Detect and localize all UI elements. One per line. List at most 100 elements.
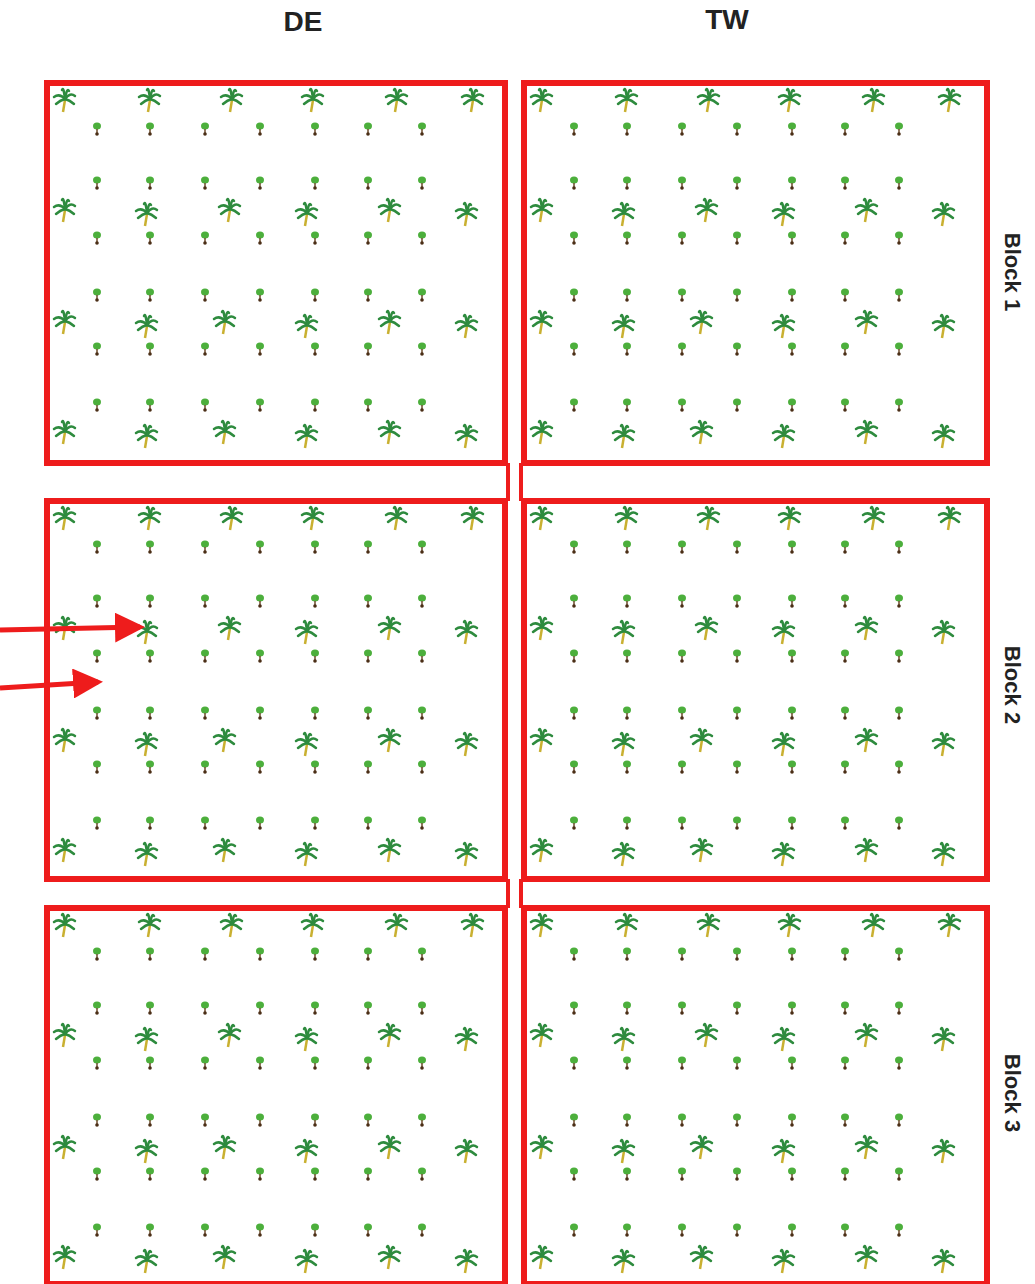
palm-icon	[136, 203, 157, 226]
palm-icon	[933, 843, 954, 866]
palm-icon	[773, 1028, 794, 1051]
seedling-icon	[570, 1168, 578, 1181]
palm-icon	[773, 1250, 794, 1273]
seedling-icon	[895, 650, 903, 663]
palm-icon	[456, 315, 477, 338]
seedling-icon	[256, 761, 264, 774]
palm-icon	[456, 621, 477, 644]
block-label: Block 1	[999, 233, 1025, 311]
palm-icon	[54, 421, 75, 444]
seedling-icon	[418, 761, 426, 774]
seedling-icon	[364, 817, 372, 830]
seedling-icon	[895, 541, 903, 554]
palm-icon	[214, 729, 235, 752]
palm-icon	[456, 733, 477, 756]
palm-icon	[214, 1136, 235, 1159]
seedling-icon	[733, 289, 741, 302]
seedling-icon	[93, 232, 101, 245]
palm-icon	[296, 203, 317, 226]
seedling-icon	[256, 123, 264, 136]
seedling-icon	[623, 343, 631, 356]
seedling-icon	[311, 948, 319, 961]
seedling-icon	[201, 707, 209, 720]
seedling-icon	[895, 123, 903, 136]
seedling-icon	[311, 123, 319, 136]
seedling-icon	[678, 817, 686, 830]
seedling-icon	[256, 232, 264, 245]
seedling-icon	[201, 1057, 209, 1070]
seedling-icon	[364, 650, 372, 663]
seedling-icon	[895, 707, 903, 720]
seedling-icon	[418, 343, 426, 356]
seedling-icon	[418, 595, 426, 608]
seedling-icon	[364, 595, 372, 608]
seedling-icon	[623, 595, 631, 608]
block-label-text: Block 1	[1000, 233, 1025, 311]
palm-icon	[531, 421, 552, 444]
seedling-icon	[788, 232, 796, 245]
seedling-icon	[788, 761, 796, 774]
seedling-icon	[623, 289, 631, 302]
seedling-icon	[93, 343, 101, 356]
palm-icon	[773, 621, 794, 644]
seedling-icon	[418, 289, 426, 302]
seedling-icon	[623, 1224, 631, 1237]
palm-icon	[54, 839, 75, 862]
seedling-icon	[418, 1114, 426, 1127]
seedling-icon	[733, 948, 741, 961]
seedling-icon	[311, 1002, 319, 1015]
palm-icon	[863, 507, 884, 530]
seedling-icon	[146, 1002, 154, 1015]
seedling-icon	[841, 707, 849, 720]
seedling-icon	[146, 595, 154, 608]
seedling-icon	[418, 650, 426, 663]
seedling-icon	[146, 1114, 154, 1127]
palm-icon	[773, 203, 794, 226]
palm-icon	[214, 839, 235, 862]
seedling-icon	[733, 123, 741, 136]
palm-icon	[136, 425, 157, 448]
seedling-icon	[93, 761, 101, 774]
palm-icon	[856, 311, 877, 334]
seedling-icon	[256, 1002, 264, 1015]
seedling-icon	[201, 289, 209, 302]
seedling-icon	[256, 343, 264, 356]
seedling-icon	[146, 232, 154, 245]
seedling-icon	[788, 1114, 796, 1127]
seedling-icon	[841, 595, 849, 608]
palm-icon	[856, 421, 877, 444]
palm-icon	[531, 1136, 552, 1159]
seedling-icon	[733, 595, 741, 608]
seedling-icon	[418, 1224, 426, 1237]
palm-icon	[54, 1136, 75, 1159]
palm-icon	[613, 621, 634, 644]
seedling-icon	[678, 707, 686, 720]
palm-icon	[54, 729, 75, 752]
seedling-icon	[733, 541, 741, 554]
palm-icon	[219, 1024, 240, 1047]
seedling-icon	[146, 289, 154, 302]
plant-icons	[54, 89, 960, 1273]
palm-icon	[856, 729, 877, 752]
seedling-icon	[733, 177, 741, 190]
seedling-icon	[364, 177, 372, 190]
seedling-icon	[364, 761, 372, 774]
seedling-icon	[364, 1057, 372, 1070]
seedling-icon	[418, 541, 426, 554]
seedling-icon	[788, 541, 796, 554]
seedling-icon	[201, 1002, 209, 1015]
seedling-icon	[733, 817, 741, 830]
palm-icon	[379, 617, 400, 640]
seedling-icon	[418, 177, 426, 190]
seedling-icon	[841, 1114, 849, 1127]
seedling-icon	[733, 707, 741, 720]
seedling-icon	[678, 123, 686, 136]
seedling-icon	[364, 232, 372, 245]
palm-icon	[691, 311, 712, 334]
palm-icon	[613, 315, 634, 338]
palm-icon	[379, 729, 400, 752]
seedling-icon	[364, 289, 372, 302]
seedling-icon	[364, 541, 372, 554]
seedling-icon	[93, 948, 101, 961]
seedling-icon	[788, 650, 796, 663]
